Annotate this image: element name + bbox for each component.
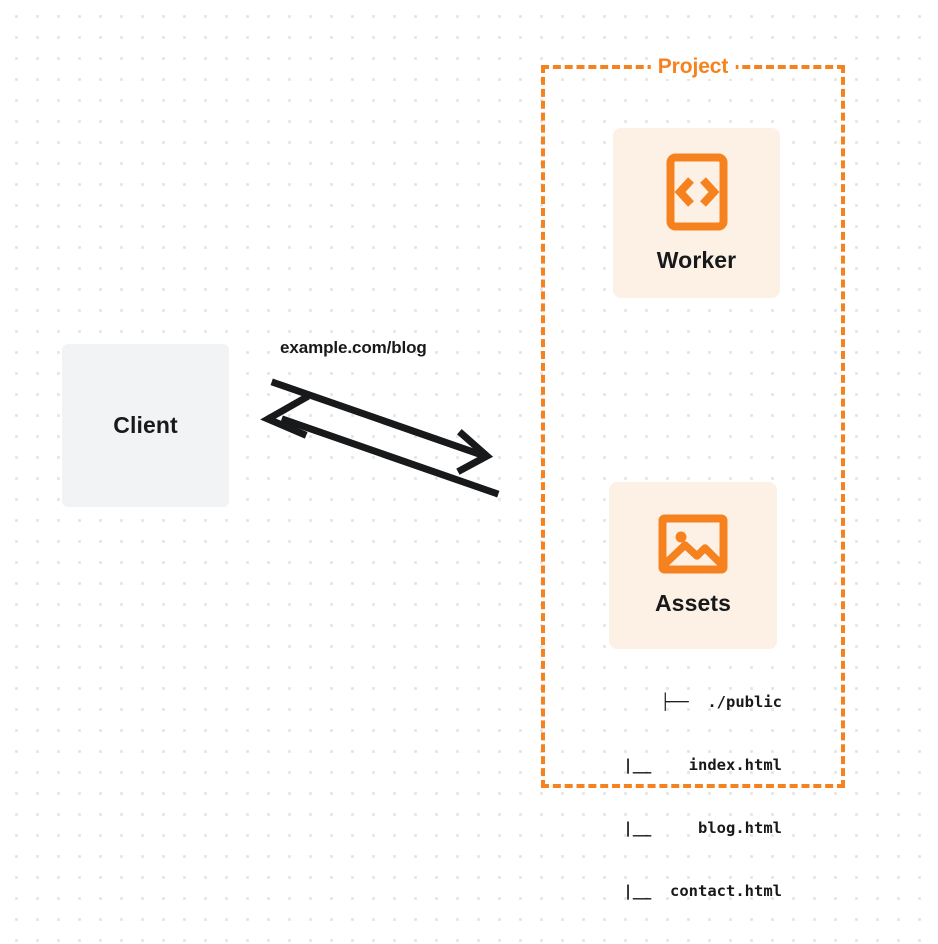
worker-node[interactable]: Worker: [613, 128, 780, 298]
project-group-boundary: Project: [541, 55, 845, 788]
response-arrow: [260, 393, 500, 498]
file-tree-row: |__ contact.html: [623, 882, 782, 900]
diagram-canvas: Client example.com/blog Project Worker: [62, 55, 845, 900]
file-tree-row: ├── ./public: [660, 693, 782, 711]
file-tree-row: |__ index.html: [623, 756, 782, 774]
code-brackets-icon: [666, 153, 728, 231]
assets-node[interactable]: Assets: [609, 482, 777, 649]
connector-url-label: example.com/blog: [280, 338, 427, 357]
client-node[interactable]: Client: [62, 344, 229, 507]
file-tree-row: |__ blog.html: [623, 819, 782, 837]
project-group-label: Project: [650, 55, 736, 79]
assets-file-tree: ├── ./public |__ index.html |__ blog.htm…: [540, 650, 782, 944]
image-icon: [658, 514, 728, 574]
worker-node-label: Worker: [656, 246, 737, 273]
client-node-label: Client: [113, 412, 178, 438]
assets-node-label: Assets: [654, 590, 732, 616]
request-arrow: [270, 378, 494, 475]
